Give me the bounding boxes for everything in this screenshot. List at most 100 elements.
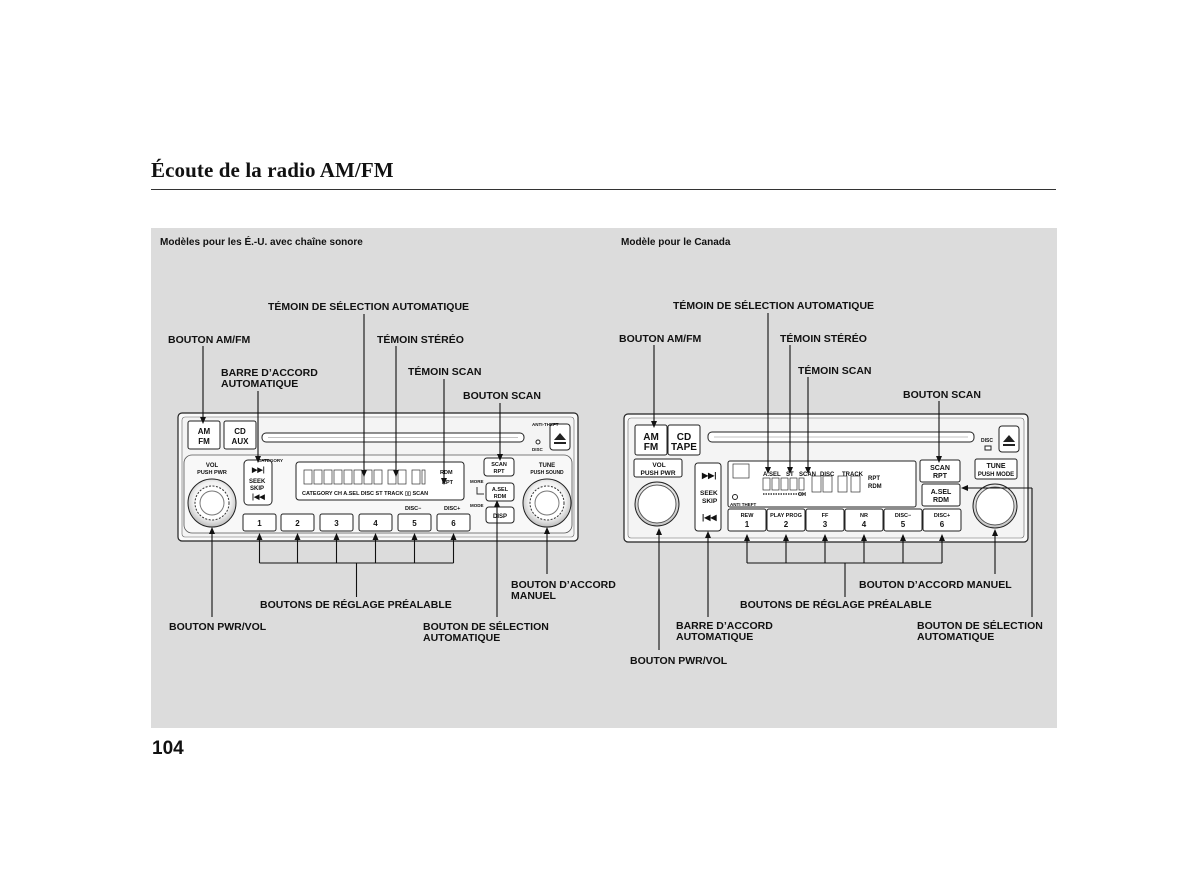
svg-text:FF: FF bbox=[822, 513, 829, 519]
svg-text:RDM: RDM bbox=[440, 470, 453, 476]
usa-radio-unit bbox=[177, 412, 579, 542]
canada-label-auto-select-indicator: TÉMOIN DE SÉLECTION AUTOMATIQUE bbox=[673, 300, 875, 312]
canada-label-stereo-indicator: TÉMOIN STÉRÉO bbox=[780, 333, 867, 345]
svg-text:PLAY PROG: PLAY PROG bbox=[770, 513, 802, 519]
svg-text:ANTI-THEFT: ANTI-THEFT bbox=[532, 422, 559, 427]
svg-text:RPT: RPT bbox=[442, 480, 454, 486]
svg-text:SCAN: SCAN bbox=[930, 465, 950, 472]
svg-text:6: 6 bbox=[451, 519, 456, 528]
svg-text:DISC+: DISC+ bbox=[444, 506, 460, 512]
svg-text:DISP: DISP bbox=[493, 514, 507, 520]
page-title: Écoute de la radio AM/FM bbox=[151, 158, 394, 182]
svg-text:A.SEL: A.SEL bbox=[492, 487, 509, 493]
svg-text:MORE: MORE bbox=[470, 479, 484, 484]
svg-text:4: 4 bbox=[862, 520, 867, 529]
svg-text:5: 5 bbox=[412, 519, 417, 528]
svg-text:6: 6 bbox=[940, 520, 945, 529]
svg-text:DISC: DISC bbox=[532, 447, 544, 452]
canada-label-pwr-vol-button: BOUTON PWR/VOL bbox=[630, 655, 728, 667]
svg-text:▶▶|: ▶▶| bbox=[701, 471, 717, 480]
page-number: 104 bbox=[152, 738, 184, 759]
canada-tune-mode-button[interactable] bbox=[974, 458, 1018, 480]
svg-text:NR: NR bbox=[860, 513, 868, 519]
usa-label-scan-indicator: TÉMOIN SCAN bbox=[408, 366, 482, 378]
svg-text:REW: REW bbox=[741, 513, 755, 519]
svg-text:PUSH MODE: PUSH MODE bbox=[978, 472, 1014, 478]
svg-text:SEEK: SEEK bbox=[700, 490, 718, 497]
svg-text:RDM: RDM bbox=[933, 497, 949, 504]
svg-text:PUSH PWR: PUSH PWR bbox=[197, 470, 227, 476]
usa-preset-6[interactable] bbox=[436, 513, 471, 532]
usa-preset-4[interactable] bbox=[358, 513, 393, 532]
title-rule bbox=[151, 189, 1056, 190]
svg-text:VOL: VOL bbox=[206, 463, 219, 469]
svg-text:CD: CD bbox=[234, 427, 246, 436]
usa-preset-5[interactable] bbox=[397, 513, 432, 532]
svg-text:CATEGORY: CATEGORY bbox=[258, 458, 283, 463]
usa-label-manual-tune-button: BOUTON D’ACCORD MANUEL bbox=[511, 579, 616, 602]
canada-preset-1[interactable] bbox=[727, 508, 767, 532]
usa-leader-lines bbox=[200, 314, 550, 617]
canada-cd-tape-button[interactable] bbox=[667, 424, 701, 456]
canada-leader-lines bbox=[651, 313, 1033, 650]
canada-radio-unit bbox=[623, 413, 1029, 543]
canada-vol-pwr-button[interactable] bbox=[633, 458, 683, 478]
svg-text:CH: CH bbox=[798, 492, 806, 498]
svg-text:SCAN: SCAN bbox=[799, 472, 816, 478]
canada-preset-4[interactable] bbox=[844, 508, 884, 532]
canada-preset-3[interactable] bbox=[805, 508, 845, 532]
svg-text:3: 3 bbox=[334, 519, 339, 528]
svg-text:1: 1 bbox=[257, 519, 262, 528]
svg-text:RPT: RPT bbox=[868, 476, 880, 482]
usa-preset-1[interactable] bbox=[242, 513, 277, 532]
svg-text:RDM: RDM bbox=[494, 494, 507, 500]
svg-text:SCAN: SCAN bbox=[491, 462, 507, 468]
svg-text:1: 1 bbox=[745, 520, 750, 529]
svg-text:RPT: RPT bbox=[494, 469, 506, 475]
usa-preset-2[interactable] bbox=[280, 513, 315, 532]
svg-text:A.SEL: A.SEL bbox=[931, 489, 952, 496]
svg-text:DISC−: DISC− bbox=[895, 513, 911, 519]
canada-heading: Modèle pour le Canada bbox=[621, 237, 731, 248]
usa-label-preset-buttons: BOUTONS DE RÉGLAGE PRÉALABLE bbox=[260, 599, 452, 611]
canada-label-auto-tuning-bar: BARRE D’ACCORD AUTOMATIQUE bbox=[676, 620, 773, 643]
canada-preset-2[interactable] bbox=[766, 508, 806, 532]
svg-text:FM: FM bbox=[644, 442, 658, 453]
svg-text:TAPE: TAPE bbox=[671, 442, 697, 453]
canada-label-manual-tune-button: BOUTON D’ACCORD MANUEL bbox=[859, 579, 1012, 591]
svg-text:ST: ST bbox=[786, 472, 794, 478]
svg-text:SKIP: SKIP bbox=[250, 486, 264, 492]
canada-preset-6[interactable] bbox=[922, 508, 962, 532]
svg-text:AUX: AUX bbox=[232, 437, 250, 446]
svg-text:AM: AM bbox=[198, 427, 211, 436]
svg-text:DISC: DISC bbox=[820, 472, 835, 478]
usa-cd-aux-button[interactable] bbox=[223, 420, 257, 450]
svg-text:RPT: RPT bbox=[933, 473, 948, 480]
svg-text:|◀◀: |◀◀ bbox=[252, 494, 265, 501]
canada-preset-5[interactable] bbox=[883, 508, 923, 532]
canada-asel-rdm-button[interactable] bbox=[921, 483, 961, 507]
svg-text:VOL: VOL bbox=[652, 462, 665, 469]
svg-text:A.SEL: A.SEL bbox=[763, 472, 781, 478]
svg-text:TRACK: TRACK bbox=[842, 472, 864, 478]
usa-asel-rdm-button[interactable] bbox=[485, 482, 515, 502]
svg-text:DISC: DISC bbox=[981, 438, 993, 444]
usa-preset-3[interactable] bbox=[319, 513, 354, 532]
usa-label-auto-select-button: BOUTON DE SÉLECTION AUTOMATIQUE bbox=[423, 621, 549, 644]
svg-text:|◀◀: |◀◀ bbox=[702, 513, 717, 522]
canada-label-auto-select-button: BOUTON DE SÉLECTION AUTOMATIQUE bbox=[917, 620, 1043, 643]
canada-am-fm-button[interactable] bbox=[634, 424, 668, 456]
usa-label-scan-button: BOUTON SCAN bbox=[463, 390, 541, 402]
svg-text:2: 2 bbox=[295, 519, 300, 528]
usa-heading: Modèles pour les É.-U. avec chaîne sonor… bbox=[160, 237, 363, 248]
canada-device-text: AM FM CD TAPE VOL PUSH PWR ▶▶| SEEK SKIP… bbox=[640, 432, 1014, 529]
canada-label-scan-indicator: TÉMOIN SCAN bbox=[798, 365, 872, 377]
canada-label-preset-buttons: BOUTONS DE RÉGLAGE PRÉALABLE bbox=[740, 599, 932, 611]
canada-label-scan-button: BOUTON SCAN bbox=[903, 389, 981, 401]
svg-text:MODE: MODE bbox=[470, 503, 484, 508]
canada-label-am-fm-button: BOUTON AM/FM bbox=[619, 333, 702, 345]
svg-text:RDM: RDM bbox=[868, 484, 882, 490]
svg-text:SKIP: SKIP bbox=[702, 498, 718, 505]
svg-text:DISC−: DISC− bbox=[405, 506, 421, 512]
